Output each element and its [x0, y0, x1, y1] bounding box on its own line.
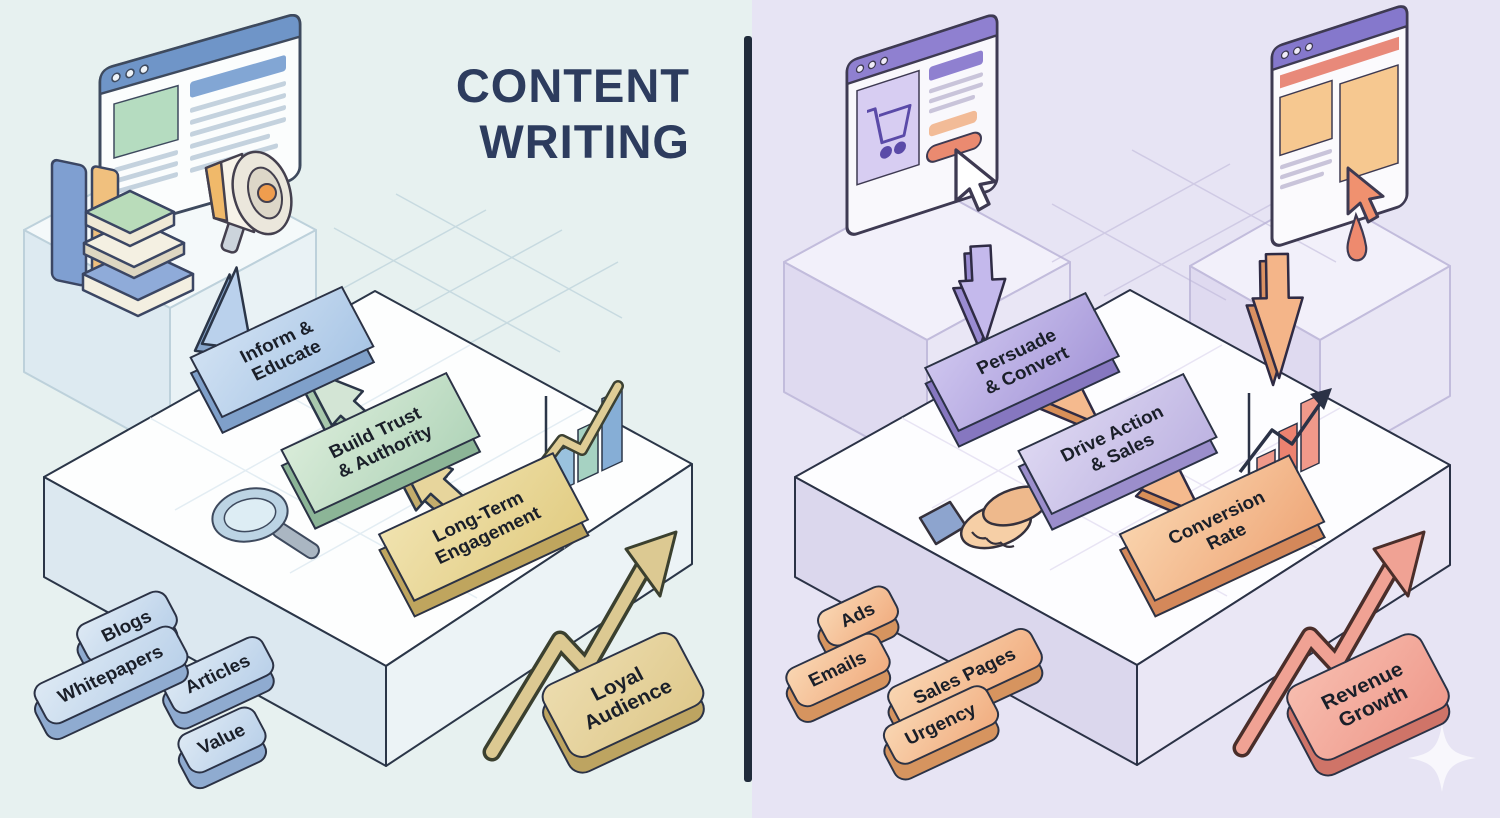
browser-header — [845, 14, 999, 86]
browser-image-block — [113, 84, 179, 159]
books-stack-icon — [50, 158, 195, 318]
banner-bar — [1280, 36, 1399, 89]
growth-zigzag-arrow-icon — [482, 530, 678, 762]
background-grid — [1051, 149, 1337, 301]
click-cursor-icon — [1346, 166, 1385, 262]
conversion-copy-panel: Persuade & Convert Drive Action & Sales … — [752, 0, 1500, 818]
shopping-cart-icon — [867, 103, 912, 159]
title-line-1: CONTENT — [455, 59, 690, 112]
browser-headline-bar — [190, 55, 286, 98]
product-panel — [856, 69, 920, 186]
content-writing-panel: CONTENT WRITING Inform & Educate Build T… — [0, 0, 744, 818]
browser-header — [1270, 5, 1409, 72]
growth-zigzag-arrow-icon — [1232, 530, 1426, 758]
pill-label: Ads — [836, 599, 879, 633]
sparkle-icon — [1408, 724, 1476, 792]
landing-page-browser-icon — [1270, 5, 1409, 247]
panel-divider — [744, 36, 752, 782]
cta-button-primary — [926, 131, 982, 163]
image-block-right — [1339, 64, 1399, 183]
pill-label: Value — [194, 720, 249, 759]
megaphone-icon — [204, 150, 293, 254]
book-top — [84, 189, 176, 248]
browser-header — [98, 14, 302, 96]
image-block-left — [1279, 79, 1333, 157]
headline-bar — [929, 50, 983, 81]
cta-button-secondary — [929, 110, 977, 137]
magnifying-glass-icon — [211, 487, 320, 560]
cursor-pointer-icon — [954, 148, 997, 212]
title-line-2: WRITING — [479, 115, 690, 169]
page-title: CONTENT WRITING — [456, 58, 690, 171]
